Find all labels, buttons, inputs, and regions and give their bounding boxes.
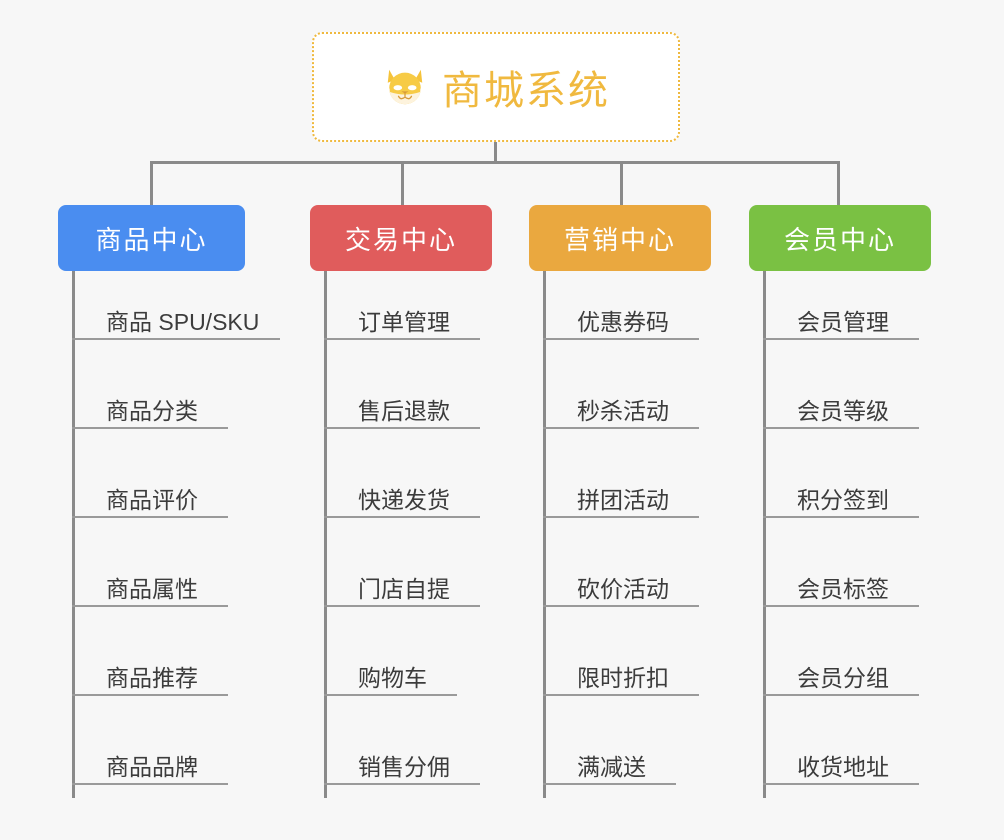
category-header-marketing-center[interactable]: 营销中心 [529, 205, 711, 271]
leaf-label: 满减送 [577, 754, 646, 780]
leaf-item[interactable]: 商品推荐 [72, 665, 228, 696]
leaf-item[interactable]: 商品 SPU/SKU [72, 309, 280, 340]
leaf-label: 会员等级 [797, 398, 889, 424]
leaf-item[interactable]: 优惠券码 [543, 309, 699, 340]
leaf-label: 购物车 [358, 665, 427, 691]
leaf-item[interactable]: 商品品牌 [72, 754, 228, 785]
leaf-item[interactable]: 会员分组 [763, 665, 919, 696]
leaf-item[interactable]: 拼团活动 [543, 487, 699, 518]
leaf-item[interactable]: 满减送 [543, 754, 676, 785]
category-title: 交易中心 [344, 224, 457, 255]
leaf-item[interactable]: 商品分类 [72, 398, 228, 429]
root-title: 商城系统 [442, 69, 610, 113]
leaf-label: 会员分组 [797, 665, 889, 691]
leaf-item[interactable]: 售后退款 [324, 398, 480, 429]
leaf-label: 商品属性 [106, 576, 198, 602]
leaf-label: 销售分佣 [358, 754, 450, 780]
root-stem-connector [494, 142, 497, 163]
category-title: 营销中心 [563, 224, 676, 255]
leaf-item[interactable]: 会员等级 [763, 398, 919, 429]
leaf-label: 快递发货 [358, 487, 450, 513]
trunk-marketing-center [543, 271, 546, 798]
leaf-item[interactable]: 快递发货 [324, 487, 480, 518]
trunk-product-center [72, 271, 75, 798]
leaf-item[interactable]: 会员标签 [763, 576, 919, 607]
leaf-item[interactable]: 门店自提 [324, 576, 480, 607]
leaf-item[interactable]: 限时折扣 [543, 665, 699, 696]
drop-connector-member-center [837, 161, 840, 207]
leaf-label: 限时折扣 [577, 665, 669, 691]
category-header-member-center[interactable]: 会员中心 [749, 205, 931, 271]
category-header-trade-center[interactable]: 交易中心 [310, 205, 492, 271]
leaf-item[interactable]: 商品属性 [72, 576, 228, 607]
category-title: 会员中心 [783, 224, 896, 255]
bus-connector [150, 161, 840, 164]
drop-connector-product-center [150, 161, 153, 207]
leaf-item[interactable]: 购物车 [324, 665, 457, 696]
leaf-item[interactable]: 砍价活动 [543, 576, 699, 607]
leaf-label: 砍价活动 [577, 576, 669, 602]
leaf-label: 秒杀活动 [577, 398, 669, 424]
leaf-label: 会员管理 [797, 309, 889, 335]
leaf-label: 商品品牌 [106, 754, 198, 780]
leaf-label: 售后退款 [358, 398, 450, 424]
leaf-label: 订单管理 [358, 309, 450, 335]
leaf-item[interactable]: 收货地址 [763, 754, 919, 785]
leaf-label: 收货地址 [797, 754, 889, 780]
trunk-trade-center [324, 271, 327, 798]
drop-connector-trade-center [401, 161, 404, 207]
drop-connector-marketing-center [620, 161, 623, 207]
leaf-item[interactable]: 销售分佣 [324, 754, 480, 785]
leaf-label: 商品推荐 [106, 665, 198, 691]
leaf-label: 门店自提 [358, 576, 450, 602]
leaf-label: 拼团活动 [577, 487, 669, 513]
trunk-member-center [763, 271, 766, 798]
leaf-label: 积分签到 [797, 487, 889, 513]
root-node[interactable]: 商城系统 [312, 32, 680, 142]
leaf-item[interactable]: 会员管理 [763, 309, 919, 340]
leaf-label: 商品分类 [106, 398, 198, 424]
leaf-item[interactable]: 秒杀活动 [543, 398, 699, 429]
leaf-label: 商品评价 [106, 487, 198, 513]
leaf-item[interactable]: 订单管理 [324, 309, 480, 340]
leaf-label: 会员标签 [797, 576, 889, 602]
leaf-item[interactable]: 商品评价 [72, 487, 228, 518]
category-title: 商品中心 [95, 224, 208, 255]
leaf-label: 商品 SPU/SKU [106, 309, 260, 335]
shiba-dog-icon [382, 64, 428, 110]
leaf-label: 优惠券码 [577, 309, 669, 335]
category-header-product-center[interactable]: 商品中心 [58, 205, 245, 271]
leaf-item[interactable]: 积分签到 [763, 487, 919, 518]
